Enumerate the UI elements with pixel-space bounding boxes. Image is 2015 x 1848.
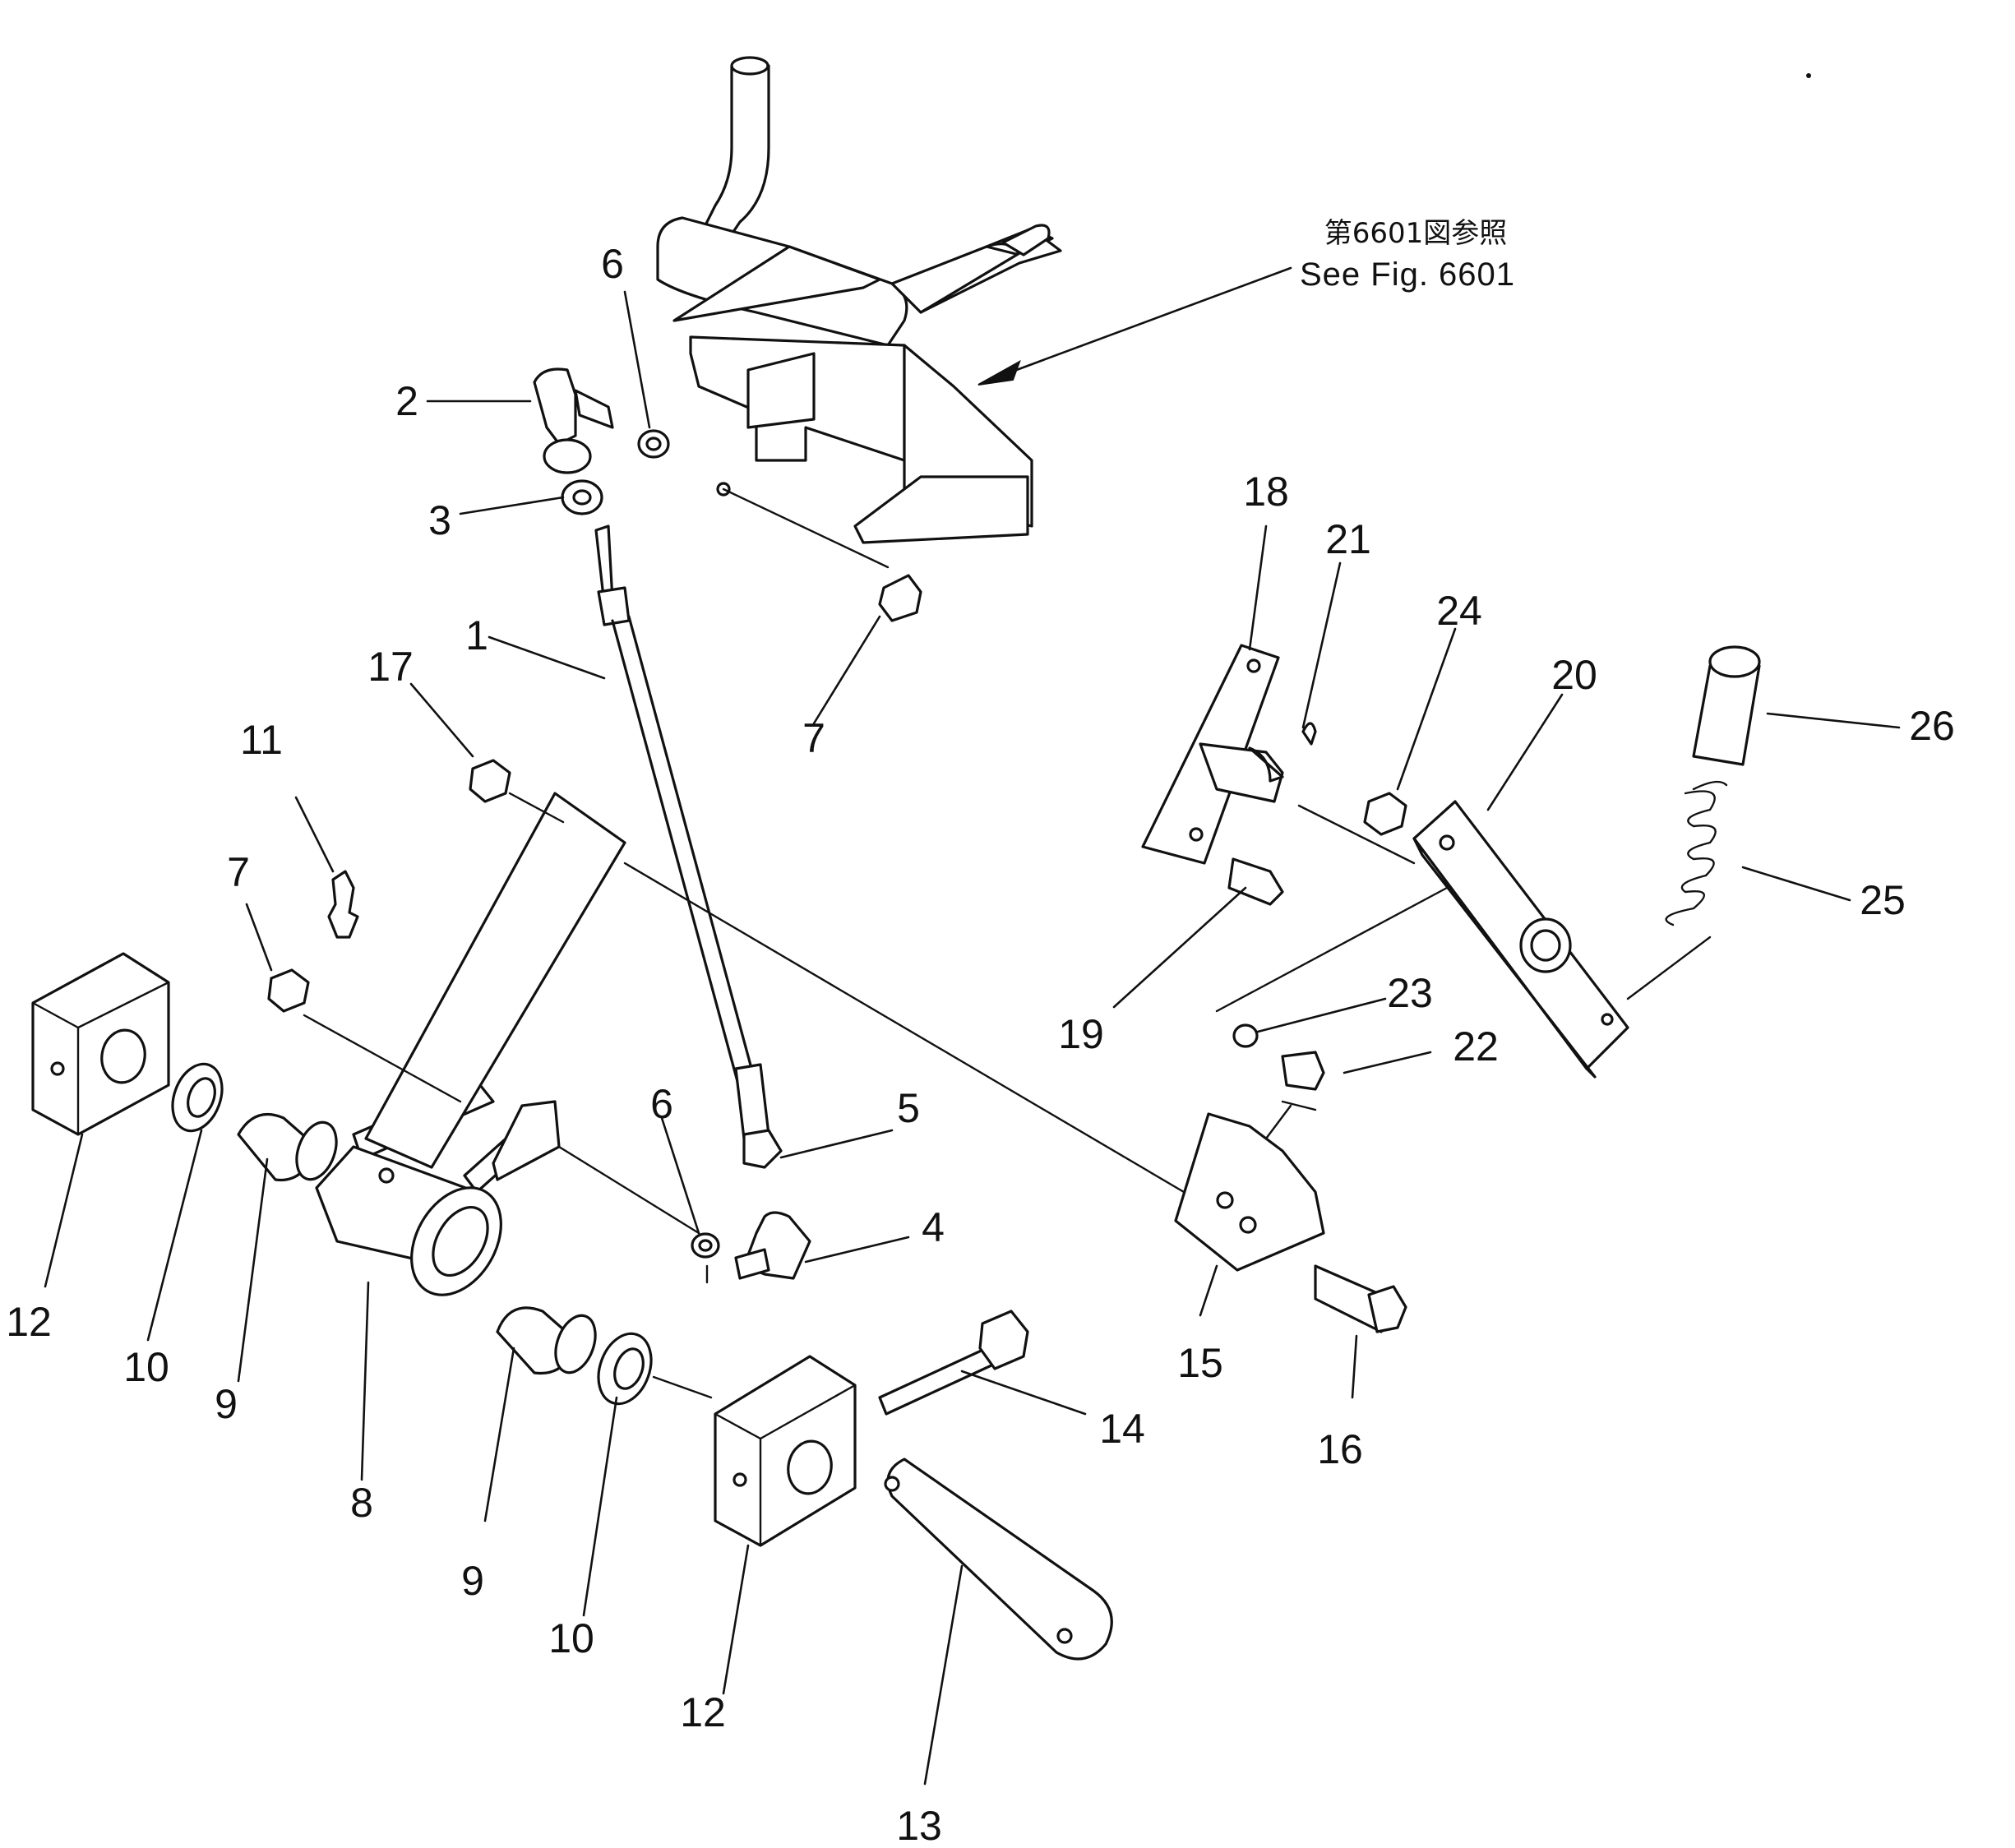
callout-10-right: 10	[548, 1615, 594, 1661]
callout-20: 20	[1551, 652, 1597, 698]
reference-note: 第6601図参照 See Fig. 6601	[1300, 217, 1515, 293]
callout-10-left: 10	[123, 1344, 169, 1390]
callout-7-top: 7	[802, 715, 825, 761]
callout-24: 24	[1436, 588, 1482, 634]
rod-end-top	[533, 367, 922, 622]
callout-18: 18	[1243, 469, 1289, 515]
callout-21: 21	[1325, 516, 1371, 562]
callout-25: 25	[1860, 877, 1906, 923]
callout-14: 14	[1099, 1406, 1145, 1452]
bearing-block-right	[714, 1355, 857, 1547]
callout-7-lower: 7	[227, 849, 250, 895]
callout-9-left: 9	[215, 1381, 238, 1427]
callout-labels: 1 2 3 4 5 6 6 7 7 8 9 9 10 10 11 12 12 1…	[6, 241, 1955, 1848]
callout-22: 22	[1453, 1023, 1499, 1070]
reference-note-en: See Fig. 6601	[1300, 256, 1515, 293]
callout-12-right: 12	[680, 1689, 726, 1735]
callout-17: 17	[367, 644, 414, 690]
callout-6-top: 6	[601, 241, 624, 287]
callout-11: 11	[240, 717, 283, 763]
callout-3: 3	[428, 497, 451, 543]
callout-2: 2	[395, 378, 418, 424]
control-rod	[594, 524, 770, 1140]
lever-assembly	[656, 56, 1062, 569]
small-hardware-left	[267, 759, 511, 1013]
shaft-arm-assembly	[315, 792, 626, 1296]
callout-12-left: 12	[6, 1299, 52, 1345]
reference-arrow	[977, 266, 1292, 386]
callout-4: 4	[922, 1204, 945, 1250]
callout-16: 16	[1317, 1426, 1363, 1472]
scan-speck	[1806, 73, 1811, 78]
leader-lines	[44, 290, 1901, 1786]
reference-note-jp: 第6601図参照	[1324, 217, 1508, 250]
callout-5: 5	[897, 1085, 920, 1131]
bolt-pin	[878, 1310, 1113, 1661]
segment-plate	[1174, 1112, 1407, 1333]
callout-8: 8	[350, 1480, 373, 1526]
seals-bushings	[171, 1062, 653, 1406]
callout-6-lower: 6	[650, 1081, 673, 1127]
rod-end-bottom	[691, 1129, 811, 1280]
callout-23: 23	[1387, 970, 1433, 1016]
callout-15: 15	[1177, 1340, 1223, 1386]
callout-19: 19	[1058, 1011, 1104, 1057]
callout-1: 1	[465, 612, 488, 658]
callout-26: 26	[1909, 703, 1955, 749]
assembly-lines	[303, 792, 1712, 1399]
right-parts	[1141, 644, 1761, 1091]
callout-13: 13	[896, 1803, 942, 1848]
callout-9-right: 9	[461, 1558, 484, 1604]
bearing-block-left	[31, 952, 170, 1136]
